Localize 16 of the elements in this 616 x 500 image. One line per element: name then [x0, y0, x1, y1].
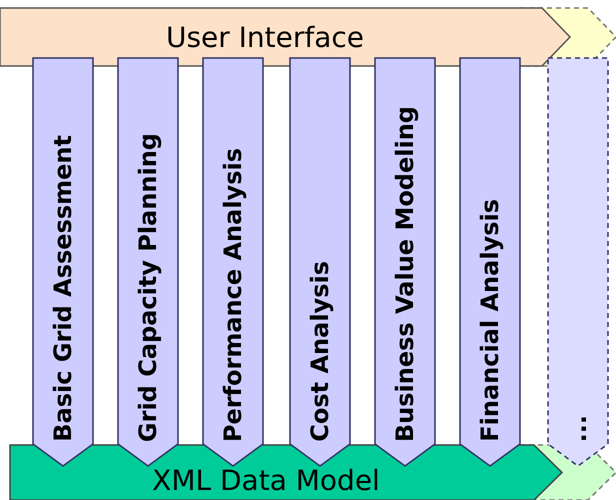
module-column [203, 58, 263, 466]
module-label: Grid Capacity Planning [134, 132, 162, 442]
module-label: Performance Analysis [219, 148, 247, 442]
module-label: Financial Analysis [476, 199, 504, 442]
module-column [290, 58, 350, 466]
module-column [375, 58, 435, 466]
layer-label: User Interface [166, 20, 364, 54]
module-column [548, 58, 608, 466]
module-label: Cost Analysis [306, 261, 334, 442]
module-label: Basic Grid Assessment [49, 135, 77, 442]
module-label: Business Value Modeling [391, 106, 419, 442]
module-column [460, 58, 520, 466]
layer-label: XML Data Model [152, 464, 380, 497]
module-column [33, 58, 93, 466]
module-label: ... [564, 414, 592, 442]
module-column [118, 58, 178, 466]
